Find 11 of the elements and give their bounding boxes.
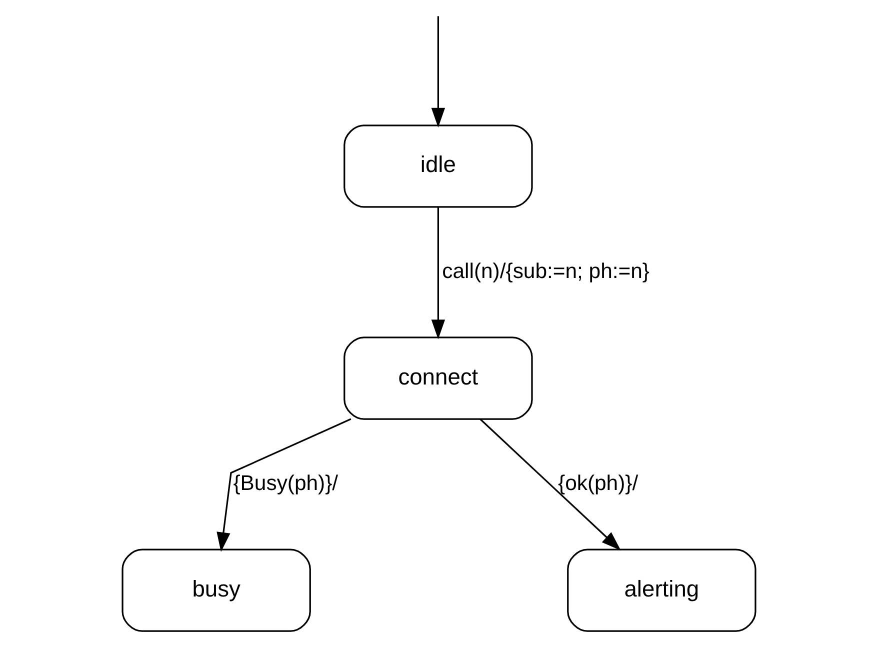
edge-label: {ok(ph)}/: [558, 472, 638, 495]
node-box: idle: [343, 124, 532, 208]
edge-label: call(n)/{sub:=n; ph:=n}: [442, 260, 650, 283]
node-box: busy: [121, 548, 310, 632]
arrow: [479, 418, 620, 551]
edge-label: {Busy(ph)}/: [232, 472, 338, 495]
node-box: alerting: [566, 548, 756, 632]
arrow: [216, 418, 351, 552]
node-box: connect: [343, 336, 532, 420]
arrow: [430, 16, 445, 128]
arrow: [430, 207, 445, 340]
